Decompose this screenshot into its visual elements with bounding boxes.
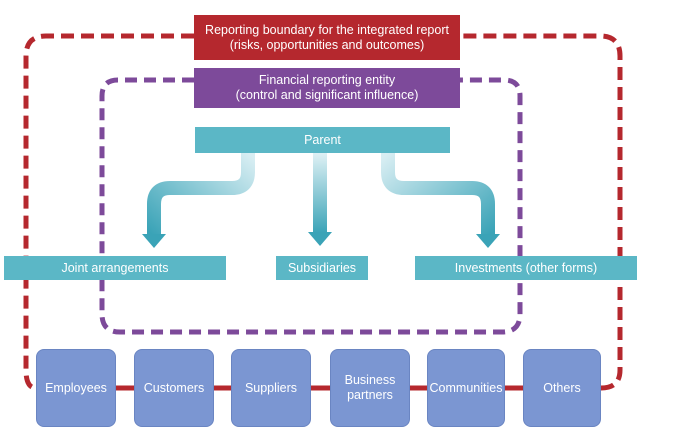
parent-box: Parent xyxy=(195,127,450,153)
arrow-to-subsidiaries xyxy=(308,153,332,246)
arrow-to-investments xyxy=(381,153,500,248)
stakeholder-business-partners: Business partners xyxy=(330,349,410,427)
joint-arrangements-box: Joint arrangements xyxy=(4,256,226,280)
stakeholder-suppliers: Suppliers xyxy=(231,349,311,427)
parent-label: Parent xyxy=(304,132,341,147)
stakeholder-label: Employees xyxy=(45,380,107,395)
stakeholder-customers: Customers xyxy=(134,349,214,427)
stakeholder-label-line1: Business xyxy=(344,373,396,387)
reporting-boundary-label: Reporting boundary for the integrated re… xyxy=(194,15,460,60)
subsidiaries-label: Subsidiaries xyxy=(287,260,357,275)
stakeholder-label: Customers xyxy=(143,380,205,395)
financial-entity-label: Financial reporting entity (control and … xyxy=(194,68,460,108)
investments-label: Investments (other forms) xyxy=(454,260,598,275)
reporting-boundary-title: Reporting boundary for the integrated re… xyxy=(205,22,449,37)
financial-entity-boundary-line xyxy=(99,77,523,335)
stakeholder-label: Others xyxy=(543,380,581,395)
financial-entity-title: Financial reporting entity xyxy=(258,73,396,87)
stakeholder-communities: Communities xyxy=(427,349,505,427)
reporting-boundary-subtitle: (risks, opportunities and outcomes) xyxy=(229,37,425,52)
stakeholder-label: Suppliers xyxy=(244,380,298,395)
investments-box: Investments (other forms) xyxy=(415,256,637,280)
reporting-boundary-line xyxy=(23,33,623,391)
financial-entity-subtitle: (control and significant influence) xyxy=(235,88,419,102)
stakeholder-label-line2: partners xyxy=(347,388,393,402)
stakeholder-label: Communities xyxy=(429,380,503,395)
joint-arrangements-label: Joint arrangements xyxy=(61,260,169,275)
stakeholder-others: Others xyxy=(523,349,601,427)
subsidiaries-box: Subsidiaries xyxy=(276,256,368,280)
stakeholder-employees: Employees xyxy=(36,349,116,427)
arrow-to-joint-arrangements xyxy=(142,153,255,248)
